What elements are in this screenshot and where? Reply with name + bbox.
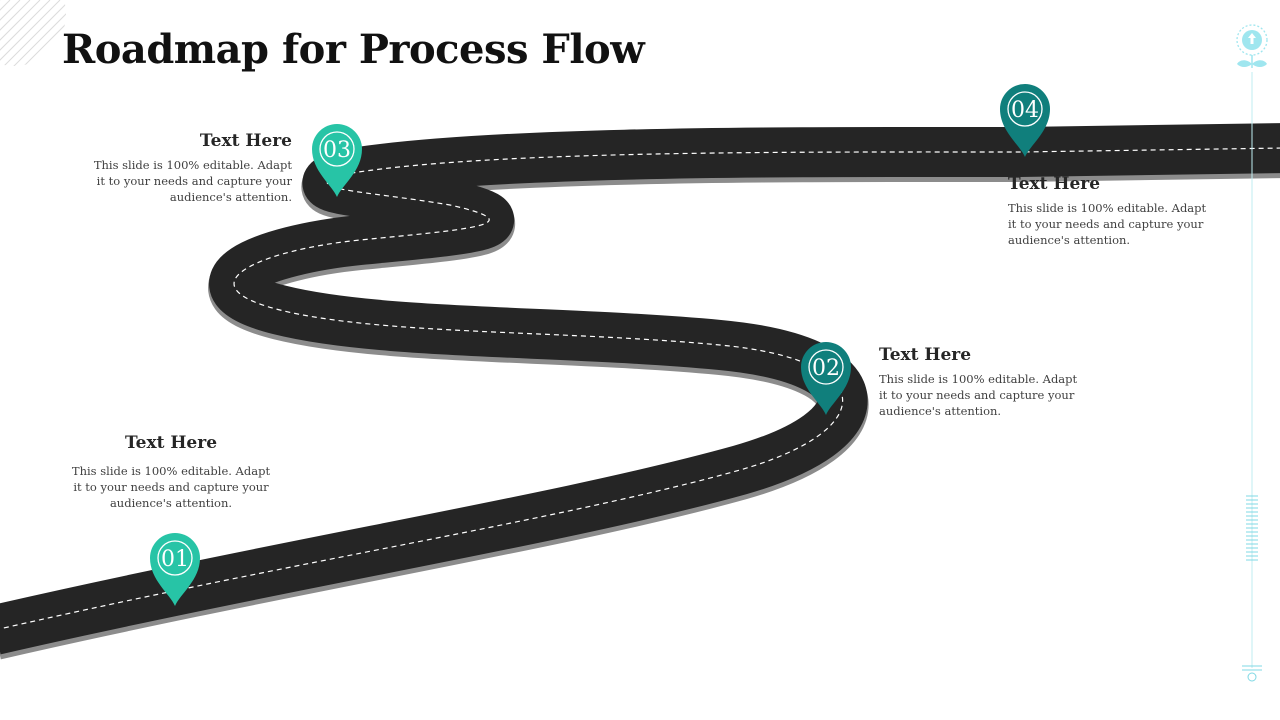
- pin-number: 02: [812, 356, 840, 381]
- milestone-4-heading: Text Here: [1008, 174, 1101, 194]
- milestone-2-heading: Text Here: [879, 345, 972, 365]
- milestone-1-body: This slide is 100% editable. Adapt it to…: [71, 464, 271, 510]
- lightbulb-plant-icon: [1236, 24, 1268, 68]
- map-pin-02: 02: [801, 342, 851, 415]
- hatched-circle-icon: [0, 0, 66, 66]
- map-pin-icon: [1000, 84, 1050, 157]
- milestone-1-heading: Text Here: [124, 433, 218, 453]
- milestone-3-heading: Text Here: [199, 131, 292, 151]
- vertical-lines-icon: [1236, 24, 1268, 682]
- map-pin-icon: [801, 342, 851, 415]
- map-pin-03: 03: [312, 124, 362, 197]
- milestone-3-text: Text Here This slide is 100% editable. A…: [82, 131, 292, 205]
- pin-number: 01: [161, 547, 189, 572]
- map-pin-icon: [312, 124, 362, 197]
- road-surface: [0, 123, 1280, 655]
- pin-number: 04: [1011, 98, 1039, 123]
- milestone-4-text: Text Here This slide is 100% editable. A…: [1008, 174, 1218, 248]
- milestone-1-text: Text Here This slide is 100% editable. A…: [66, 433, 276, 511]
- page-title: Roadmap for Process Flow: [62, 26, 645, 73]
- milestone-4-body: This slide is 100% editable. Adapt it to…: [1008, 201, 1207, 247]
- map-pin-01: 01: [150, 533, 200, 606]
- milestone-3-body: This slide is 100% editable. Adapt it to…: [93, 158, 292, 204]
- map-pin-icon: [150, 533, 200, 606]
- pin-number: 03: [323, 138, 351, 163]
- milestone-2-body: This slide is 100% editable. Adapt it to…: [879, 372, 1078, 418]
- milestone-2-text: Text Here This slide is 100% editable. A…: [879, 345, 1089, 419]
- map-pin-04: 04: [1000, 84, 1050, 157]
